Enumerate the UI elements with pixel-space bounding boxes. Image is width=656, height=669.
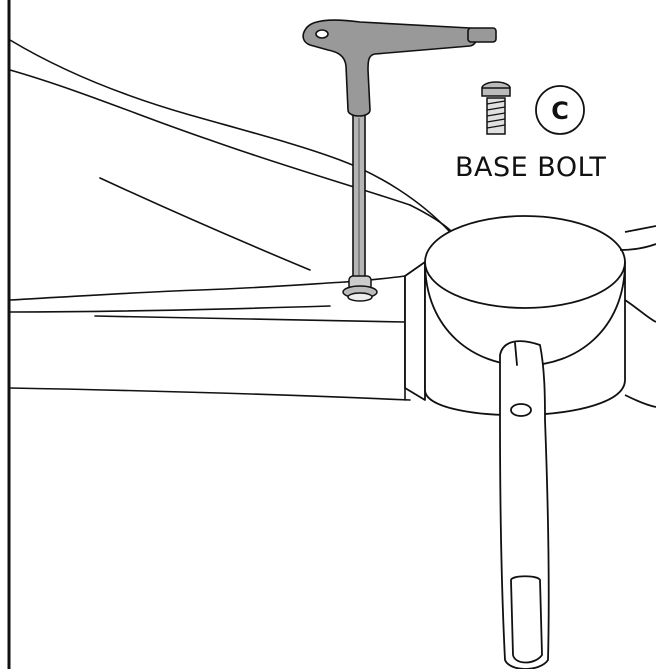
part-name-label: BASE BOLT xyxy=(455,152,607,183)
support-leg xyxy=(499,340,550,669)
center-hub xyxy=(404,215,656,417)
bolt-in-place xyxy=(342,275,378,302)
bolt-icon xyxy=(481,81,511,135)
part-letter: C xyxy=(551,97,569,125)
upper-arm xyxy=(9,39,453,271)
part-letter-badge: C xyxy=(535,85,585,135)
